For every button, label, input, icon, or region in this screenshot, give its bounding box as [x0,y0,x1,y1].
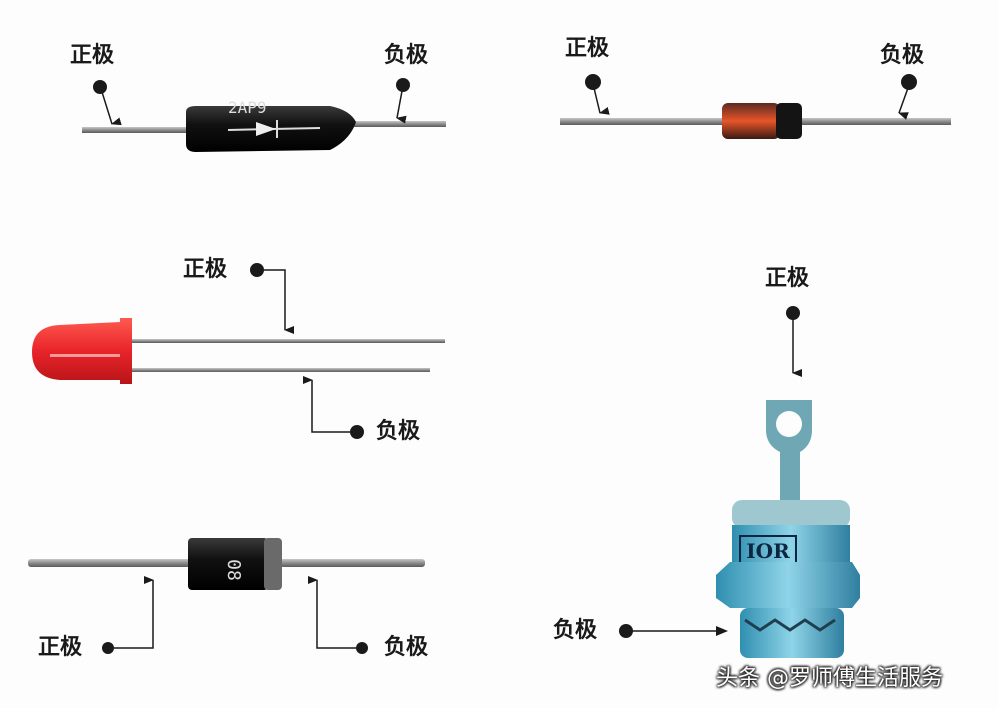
diode-glass-body [722,103,780,139]
anode-lead [28,559,190,567]
anode-arrow-icon [108,576,154,649]
lug-hole [776,411,802,437]
cathode-pointer-dot [396,78,410,92]
cathode-band [776,103,802,139]
brand-marking: IOR [746,539,790,563]
label-anode-p5: 正极 [765,266,810,291]
panel-rectifier-diode: 08 [28,538,425,654]
cathode-lead [130,368,430,372]
cathode-arrow-icon [308,576,362,649]
anode-lead [130,339,445,343]
panel-stud-diode: IOR [619,306,860,658]
cathode-arrow-icon [303,376,357,433]
cathode-lead [280,559,425,567]
cathode-lead [350,121,446,127]
threaded-stud [740,608,844,658]
anode-pointer-dot [786,306,800,320]
diode-marking: 08 [223,559,244,581]
diode-body [188,538,268,590]
cathode-lead [800,118,951,125]
panel-glass-diode [82,78,446,152]
anode-arrow-icon [257,269,294,334]
anode-lead [82,127,192,133]
label-cathode-p1: 负极 [384,43,429,68]
cathode-arrow-icon [396,90,407,124]
cathode-arrow-icon [898,87,909,120]
hex-nut [716,562,860,608]
label-cathode-p3: 负极 [376,419,421,444]
label-cathode-p5: 负极 [553,618,598,643]
diode-marking-p1: 2AP9 [228,98,267,117]
panel-zener-diode [560,74,951,139]
cathode-arrow-icon [716,626,728,636]
anode-arrow-icon [101,91,122,126]
label-cathode-p4: 负极 [384,635,429,660]
label-cathode-p2: 负极 [880,43,925,68]
label-anode-p1: 正极 [70,43,115,68]
anode-lead [560,118,722,125]
label-anode-p4: 正极 [38,635,83,660]
cathode-pointer-dot [901,74,917,90]
panel-led [32,263,445,439]
anode-arrow-icon [593,87,610,115]
watermark: 头条 @罗师傅生活服务 [716,666,943,691]
cathode-band [264,538,282,590]
diode-symbol-icon [256,122,276,136]
led-lens [32,318,132,384]
cathode-pointer-dot [619,624,633,638]
anode-pointer-dot [585,74,601,90]
label-anode-p2: 正极 [565,36,610,61]
label-anode-p3: 正极 [183,257,228,282]
anode-pointer-dot [93,80,107,94]
